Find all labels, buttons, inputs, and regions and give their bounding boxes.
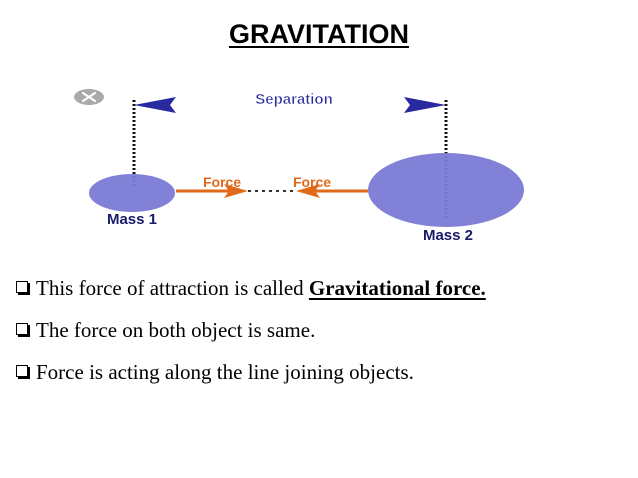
bullet-item: The force on both object is same. [14,318,634,342]
force-arrow-right [296,184,368,198]
bullet-text: Force is acting along the line joining o… [36,360,414,384]
mass-1-label: Mass 1 [107,211,157,228]
bullet-list: This force of attraction is called Gravi… [14,276,634,402]
bullet-text: The force on both object is same. [36,318,316,342]
checkbox-bullet-icon [16,281,28,293]
mass-2-circle [368,153,524,227]
slide-title: GRAVITATION [0,16,638,52]
force-left-label: Force [203,174,241,190]
separation-arrow [134,97,446,113]
mass-1-circle [89,174,175,212]
mass-2-label: Mass 2 [423,227,473,244]
checkbox-bullet-icon [16,365,28,377]
checkbox-bullet-icon [16,323,28,335]
bullet-emphasis: Gravitational force. [308,276,486,300]
close-icon[interactable] [74,89,104,105]
bullet-item: This force of attraction is called Gravi… [14,276,634,300]
force-arrow-left [176,184,248,198]
gravitation-diagram: Separation Force Force Mass 1 Mass 2 [74,89,524,244]
force-right-label: Force [293,174,331,190]
slide-title-text: GRAVITATION [229,19,409,49]
separation-label: Separation [255,91,333,108]
bullet-text: This force of attraction is called [36,276,309,300]
bullet-item: Force is acting along the line joining o… [14,360,634,384]
